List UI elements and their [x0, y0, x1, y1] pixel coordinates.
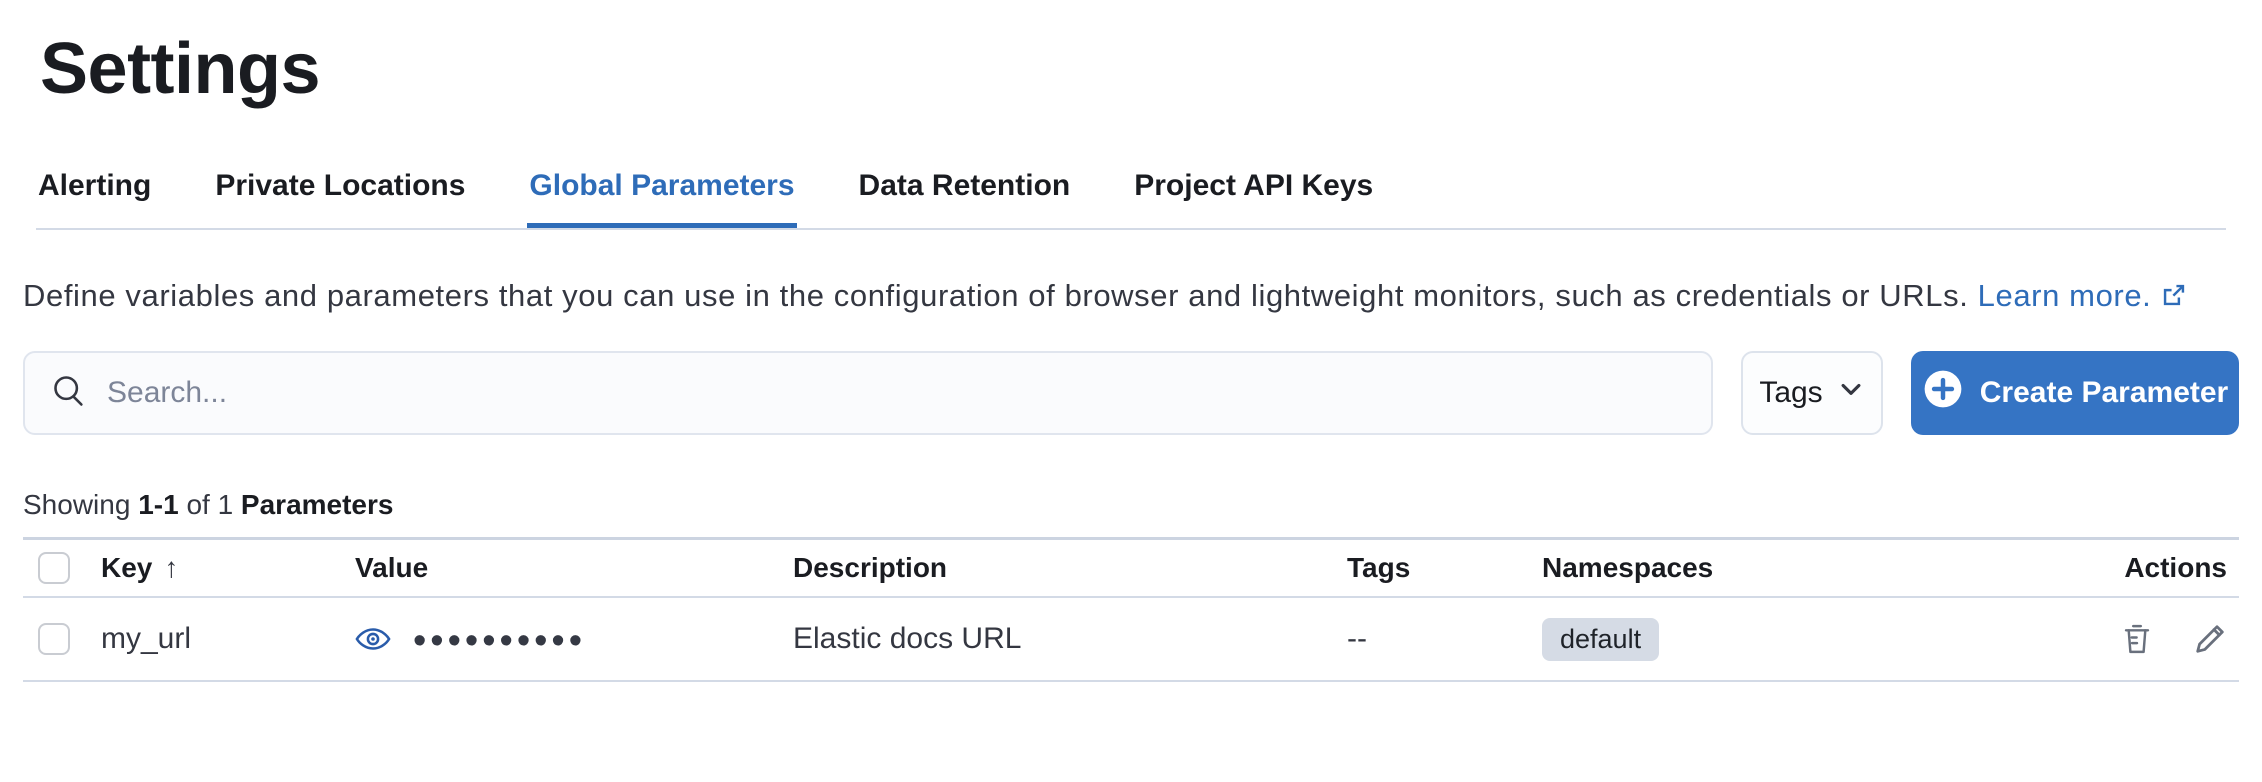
page-description: Define variables and parameters that you… — [23, 272, 2239, 321]
column-header-description: Description — [793, 552, 948, 583]
search-box[interactable] — [23, 351, 1713, 435]
tab-project-api-keys[interactable]: Project API Keys — [1134, 169, 1374, 202]
search-icon — [51, 373, 87, 414]
select-all-checkbox[interactable] — [38, 552, 70, 584]
sort-ascending-icon: ↑ — [164, 552, 179, 583]
row-tags: -- — [1347, 622, 1367, 655]
tab-private-locations[interactable]: Private Locations — [215, 169, 466, 202]
create-parameter-label: Create Parameter — [1979, 376, 2229, 409]
tags-filter-label: Tags — [1759, 376, 1823, 409]
column-header-namespaces: Namespaces — [1542, 552, 1714, 583]
results-summary: Showing 1-1 of 1 Parameters — [23, 489, 2239, 521]
tab-alerting[interactable]: Alerting — [38, 169, 152, 202]
learn-more-link[interactable]: Learn more. — [1978, 278, 2188, 313]
toolbar: Tags Create Parameter — [23, 351, 2239, 435]
eye-icon[interactable] — [355, 626, 391, 652]
parameters-table: Key ↑ Value Description Tags Namespaces A… — [23, 537, 2239, 682]
row-checkbox[interactable] — [38, 623, 70, 655]
column-header-value: Value — [355, 552, 429, 583]
learn-more-label: Learn more. — [1977, 278, 2152, 313]
row-value: •••••••••• — [355, 618, 793, 660]
summary-showing: Showing — [23, 489, 131, 520]
external-link-icon — [2161, 274, 2187, 321]
trash-icon[interactable] — [2121, 622, 2153, 656]
row-namespaces: default — [1542, 617, 1913, 661]
tags-filter-button[interactable]: Tags — [1741, 351, 1883, 435]
settings-tab-bar: Alerting Private Locations Global Parame… — [36, 155, 2226, 230]
table-header-row: Key ↑ Value Description Tags Namespaces A… — [23, 537, 2239, 598]
summary-of: of 1 — [186, 489, 234, 520]
page-title: Settings — [40, 29, 321, 109]
column-header-key[interactable]: Key ↑ — [101, 552, 355, 584]
summary-unit: Parameters — [240, 489, 394, 520]
column-header-actions: Actions — [2124, 552, 2227, 583]
plus-in-circle-icon — [1922, 368, 1964, 418]
pencil-icon[interactable] — [2193, 622, 2227, 656]
row-actions — [1913, 622, 2239, 656]
chevron-down-icon — [1837, 375, 1865, 411]
masked-value: •••••••••• — [413, 620, 587, 662]
search-input[interactable] — [105, 375, 1685, 411]
row-key: my_url — [101, 622, 192, 655]
namespace-badge: default — [1542, 617, 1660, 661]
description-text: Define variables and parameters that you… — [23, 278, 1969, 313]
row-description: Elastic docs URL — [793, 622, 1022, 655]
column-header-key-label: Key — [101, 552, 153, 583]
tab-data-retention[interactable]: Data Retention — [858, 169, 1071, 202]
table-row: my_url •••••••••• Elastic docs URL -- de… — [23, 598, 2239, 682]
column-header-tags: Tags — [1347, 552, 1411, 583]
summary-range: 1-1 — [138, 489, 179, 520]
tab-global-parameters[interactable]: Global Parameters — [527, 155, 797, 228]
create-parameter-button[interactable]: Create Parameter — [1911, 351, 2239, 435]
